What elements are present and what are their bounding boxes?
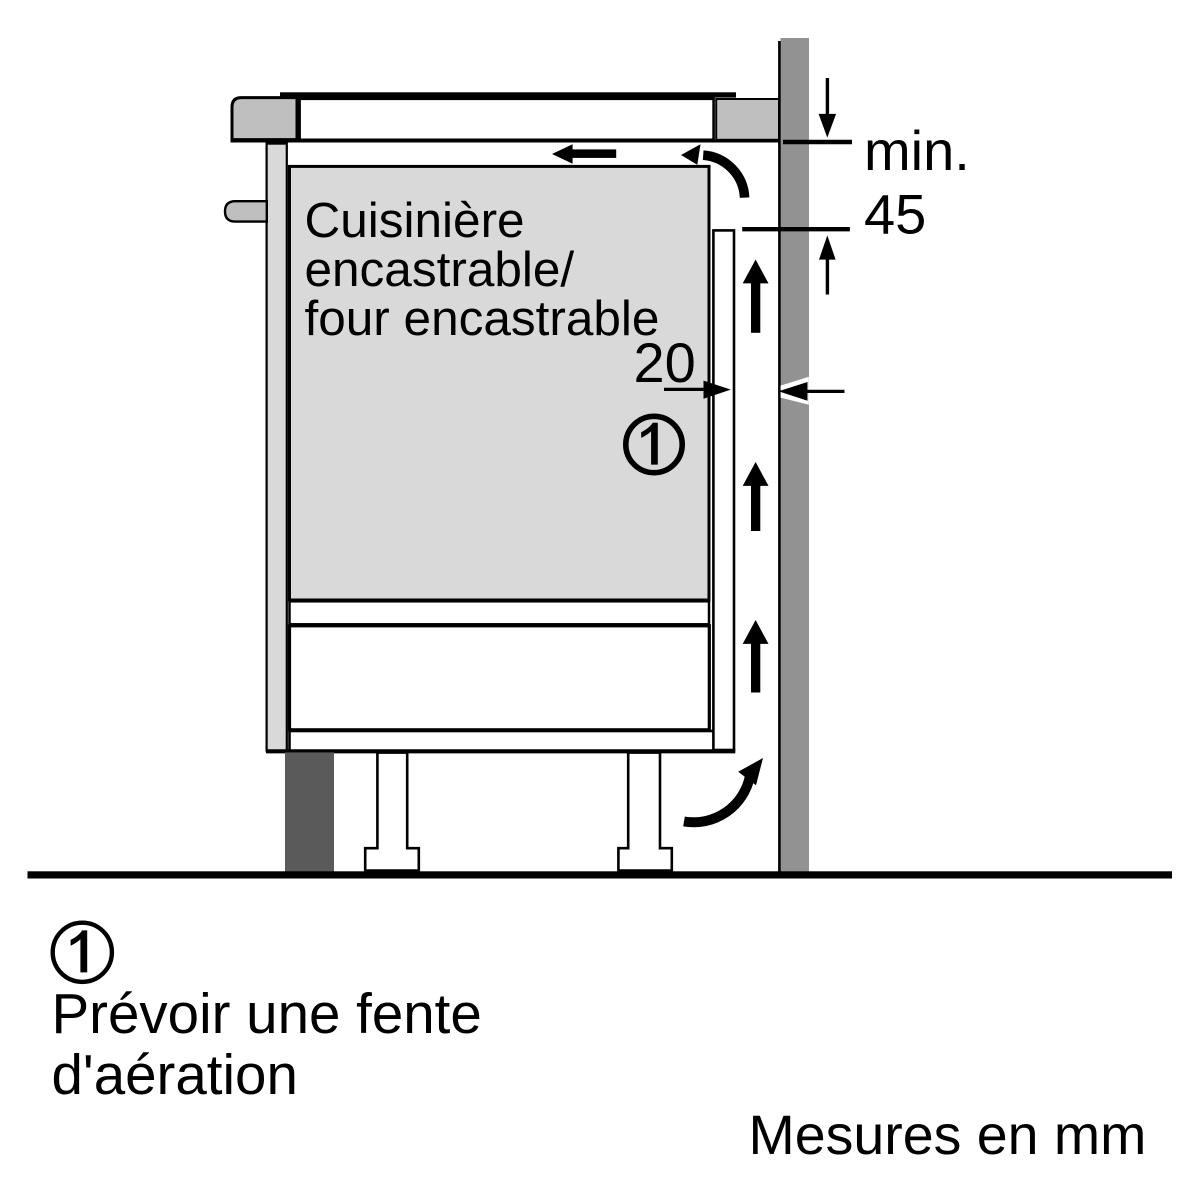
svg-text:Cuisinière: Cuisinière [305, 193, 525, 248]
svg-text:encastrable/: encastrable/ [305, 242, 575, 297]
svg-text:four encastrable: four encastrable [305, 291, 660, 346]
svg-text:d'aération: d'aération [52, 1043, 298, 1106]
svg-text:45: 45 [864, 183, 926, 246]
svg-text:Mesures en mm: Mesures en mm [749, 1104, 1147, 1166]
svg-text:20: 20 [634, 331, 696, 394]
svg-text:Prévoir une fente: Prévoir une fente [52, 982, 482, 1045]
svg-text:min.: min. [864, 119, 970, 182]
